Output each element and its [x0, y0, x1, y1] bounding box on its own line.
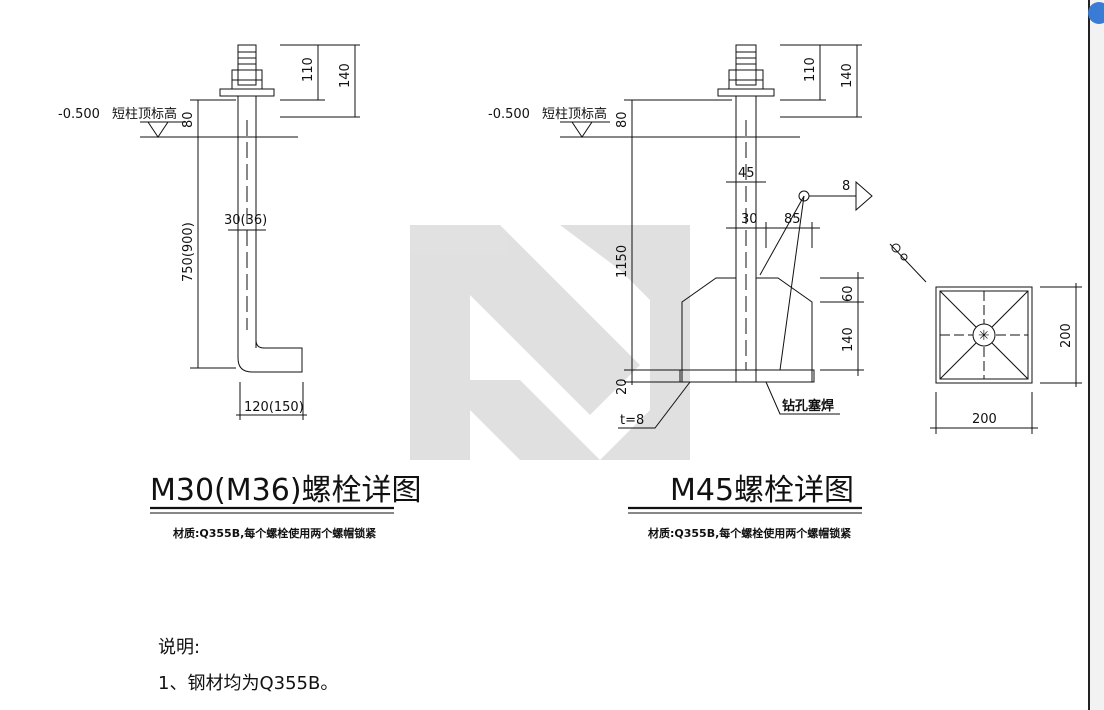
left-material: 材质:Q355B,每个螺栓使用两个螺帽锁紧	[173, 526, 376, 540]
left-dim-140: 140	[338, 63, 353, 88]
corner-badge-icon[interactable]	[1088, 2, 1104, 24]
scrollbar[interactable]	[1088, 0, 1104, 710]
right-weld-note: 钻孔塞焊	[782, 398, 834, 414]
right-elevation-note: 短柱顶标高	[542, 106, 607, 122]
plate-dim-width: 200	[972, 412, 997, 427]
right-dim-140: 140	[840, 63, 855, 88]
right-dim-length: 1150	[615, 245, 630, 278]
left-elevation: -0.500	[58, 107, 100, 122]
left-elevation-note: 短柱顶标高	[112, 106, 177, 122]
notes-item-1: 1、钢材均为Q355B。	[158, 673, 339, 694]
left-dim-length: 750(900)	[181, 222, 196, 282]
bolt-hole-icon: ✳	[978, 328, 990, 344]
plate-dim-height: 200	[1059, 323, 1074, 348]
right-elevation: -0.500	[488, 107, 530, 122]
right-dim-140-lower: 140	[841, 327, 856, 352]
right-dim-60: 60	[841, 285, 856, 302]
left-dim-80: 80	[181, 111, 196, 128]
plate-plan-view: ✳ 200 200	[889, 243, 1082, 434]
notes-section: 说明: 1、钢材均为Q355B。	[158, 630, 338, 702]
left-dim-110: 110	[301, 57, 316, 82]
right-material: 材质:Q355B,每个螺栓使用两个螺帽锁紧	[648, 526, 851, 540]
left-dim-diameter: 30(36)	[224, 213, 267, 228]
right-dim-30: 30	[741, 212, 758, 227]
right-title: M45螺栓详图	[670, 473, 854, 508]
right-dim-45: 45	[738, 166, 755, 181]
left-dim-hook: 120(150)	[244, 400, 304, 415]
right-weld-size: 8	[842, 179, 850, 194]
right-dim-110: 110	[803, 57, 818, 82]
left-bolt-detail: -0.500 短柱顶标高 110 140 80 750(900) 30(36)	[58, 44, 422, 540]
left-title: M30(M36)螺栓详图	[150, 473, 422, 508]
right-dim-80: 80	[615, 111, 630, 128]
right-bolt-detail: -0.500 短柱顶标高 110 140 80 1150 20 45 30 85	[488, 44, 873, 540]
right-dim-85: 85	[784, 212, 801, 227]
watermark-logo	[410, 225, 690, 460]
notes-heading: 说明:	[158, 637, 201, 658]
right-dim-20: 20	[615, 378, 630, 395]
right-plate-thickness: t=8	[620, 413, 644, 428]
